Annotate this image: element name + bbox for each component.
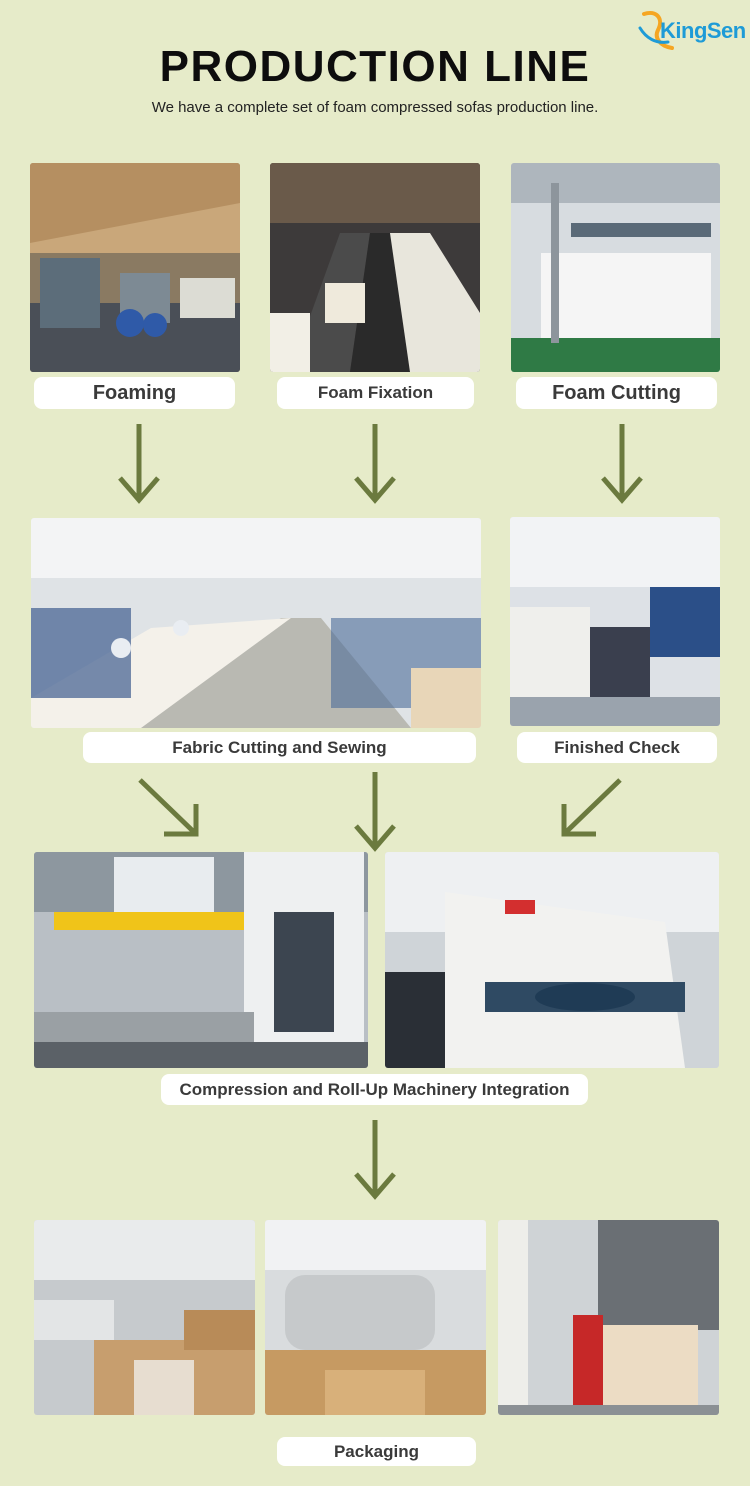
step-label-fabric-cutting-sewing: Fabric Cutting and Sewing — [83, 732, 476, 763]
step-label-foam-cutting: Foam Cutting — [516, 377, 717, 409]
arrow-down-icon — [600, 422, 644, 504]
arrow-down-icon — [117, 422, 161, 504]
arrow-down-left-icon — [558, 776, 624, 840]
fabric-sewing-photo — [31, 518, 481, 728]
brand-name: KingSen — [660, 18, 746, 43]
arrow-down-right-icon — [136, 776, 202, 840]
step-label-compression: Compression and Roll-Up Machinery Integr… — [161, 1074, 588, 1105]
packaging-warehouse-photo — [34, 1220, 255, 1415]
step-label-foam-fixation: Foam Fixation — [277, 377, 474, 409]
arrow-down-icon — [353, 770, 397, 852]
finished-check-photo — [510, 517, 720, 726]
foam-fixation-photo — [270, 163, 480, 372]
roll-up-machine-photo — [385, 852, 719, 1068]
arrow-down-icon — [353, 1118, 397, 1200]
arrow-down-icon — [353, 422, 397, 504]
packaging-rolls-photo — [265, 1220, 486, 1415]
foam-cutting-photo — [511, 163, 720, 372]
packaging-forklift-photo — [498, 1220, 719, 1415]
step-label-foaming: Foaming — [34, 377, 235, 409]
foaming-photo — [30, 163, 240, 372]
step-label-finished-check: Finished Check — [517, 732, 717, 763]
compression-machine-photo — [34, 852, 368, 1068]
step-label-packaging: Packaging — [277, 1437, 476, 1466]
kingsen-logo: KingSen — [638, 8, 746, 52]
page-title: PRODUCTION LINE — [159, 42, 591, 91]
page-subtitle: We have a complete set of foam compresse… — [151, 99, 599, 116]
